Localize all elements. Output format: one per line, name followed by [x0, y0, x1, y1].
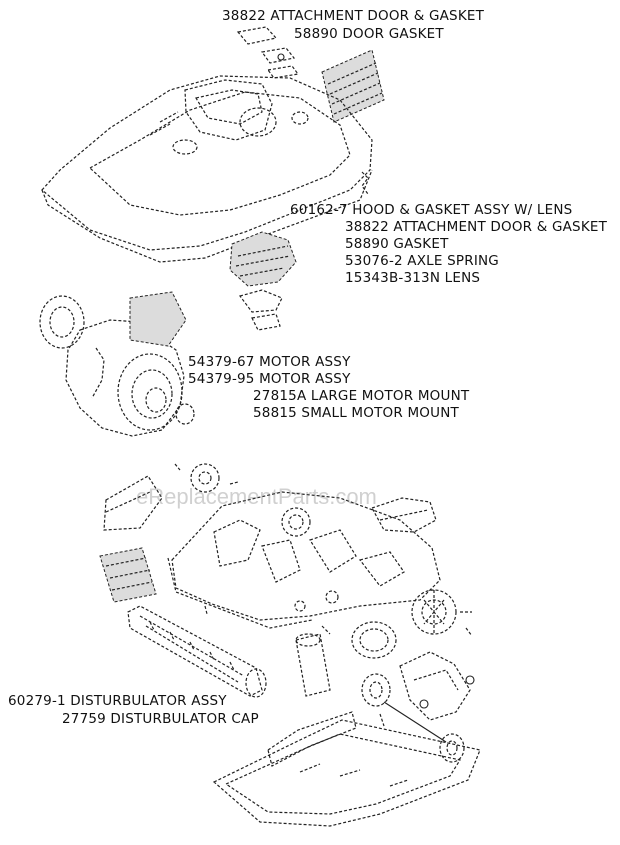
disturbulator-part — [127, 605, 267, 698]
label-attachment-door-top: 38822 ATTACHMENT DOOR & GASKET — [222, 8, 485, 24]
label-motor-assy-1: 54379-67 MOTOR ASSY — [188, 354, 351, 370]
attachment-door-part — [236, 26, 300, 79]
axle-part — [361, 673, 465, 763]
watermark: eReplacementParts.com — [136, 484, 377, 509]
label-hood-assy: 60162-7 HOOD & GASKET ASSY W/ LENS — [290, 202, 573, 218]
height-adjust-part — [399, 651, 475, 721]
label-motor-assy-2: 54379-95 MOTOR ASSY — [188, 371, 351, 387]
base-housing-part — [167, 491, 441, 629]
hood-part — [41, 75, 373, 263]
filter-part — [99, 547, 157, 603]
label-gasket-mid: 58890 GASKET — [345, 236, 449, 252]
label-attachment-door-mid: 38822 ATTACHMENT DOOR & GASKET — [345, 219, 608, 235]
label-small-motor-mount: 58815 SMALL MOTOR MOUNT — [253, 405, 459, 421]
label-lens: 15343B-313N LENS — [345, 270, 481, 286]
label-disturbulator-assy: 60279-1 DISTURBULATOR ASSY — [8, 693, 227, 709]
lens-part — [229, 231, 297, 331]
rear-bracket-part — [371, 497, 437, 533]
label-axle-spring: 53076-2 AXLE SPRING — [345, 253, 499, 269]
wheel-part — [411, 589, 473, 637]
label-large-motor-mount: 27815A LARGE MOTOR MOUNT — [253, 388, 470, 404]
base-plate-part — [212, 711, 481, 827]
lens-grille-part — [321, 49, 385, 123]
belt-part — [295, 621, 397, 697]
label-door-gasket-top: 58890 DOOR GASKET — [294, 26, 444, 42]
small-brackets-part — [103, 463, 239, 531]
motor-assy-part — [39, 291, 195, 437]
label-disturbulator-cap: 27759 DISTURBULATOR CAP — [62, 711, 259, 727]
